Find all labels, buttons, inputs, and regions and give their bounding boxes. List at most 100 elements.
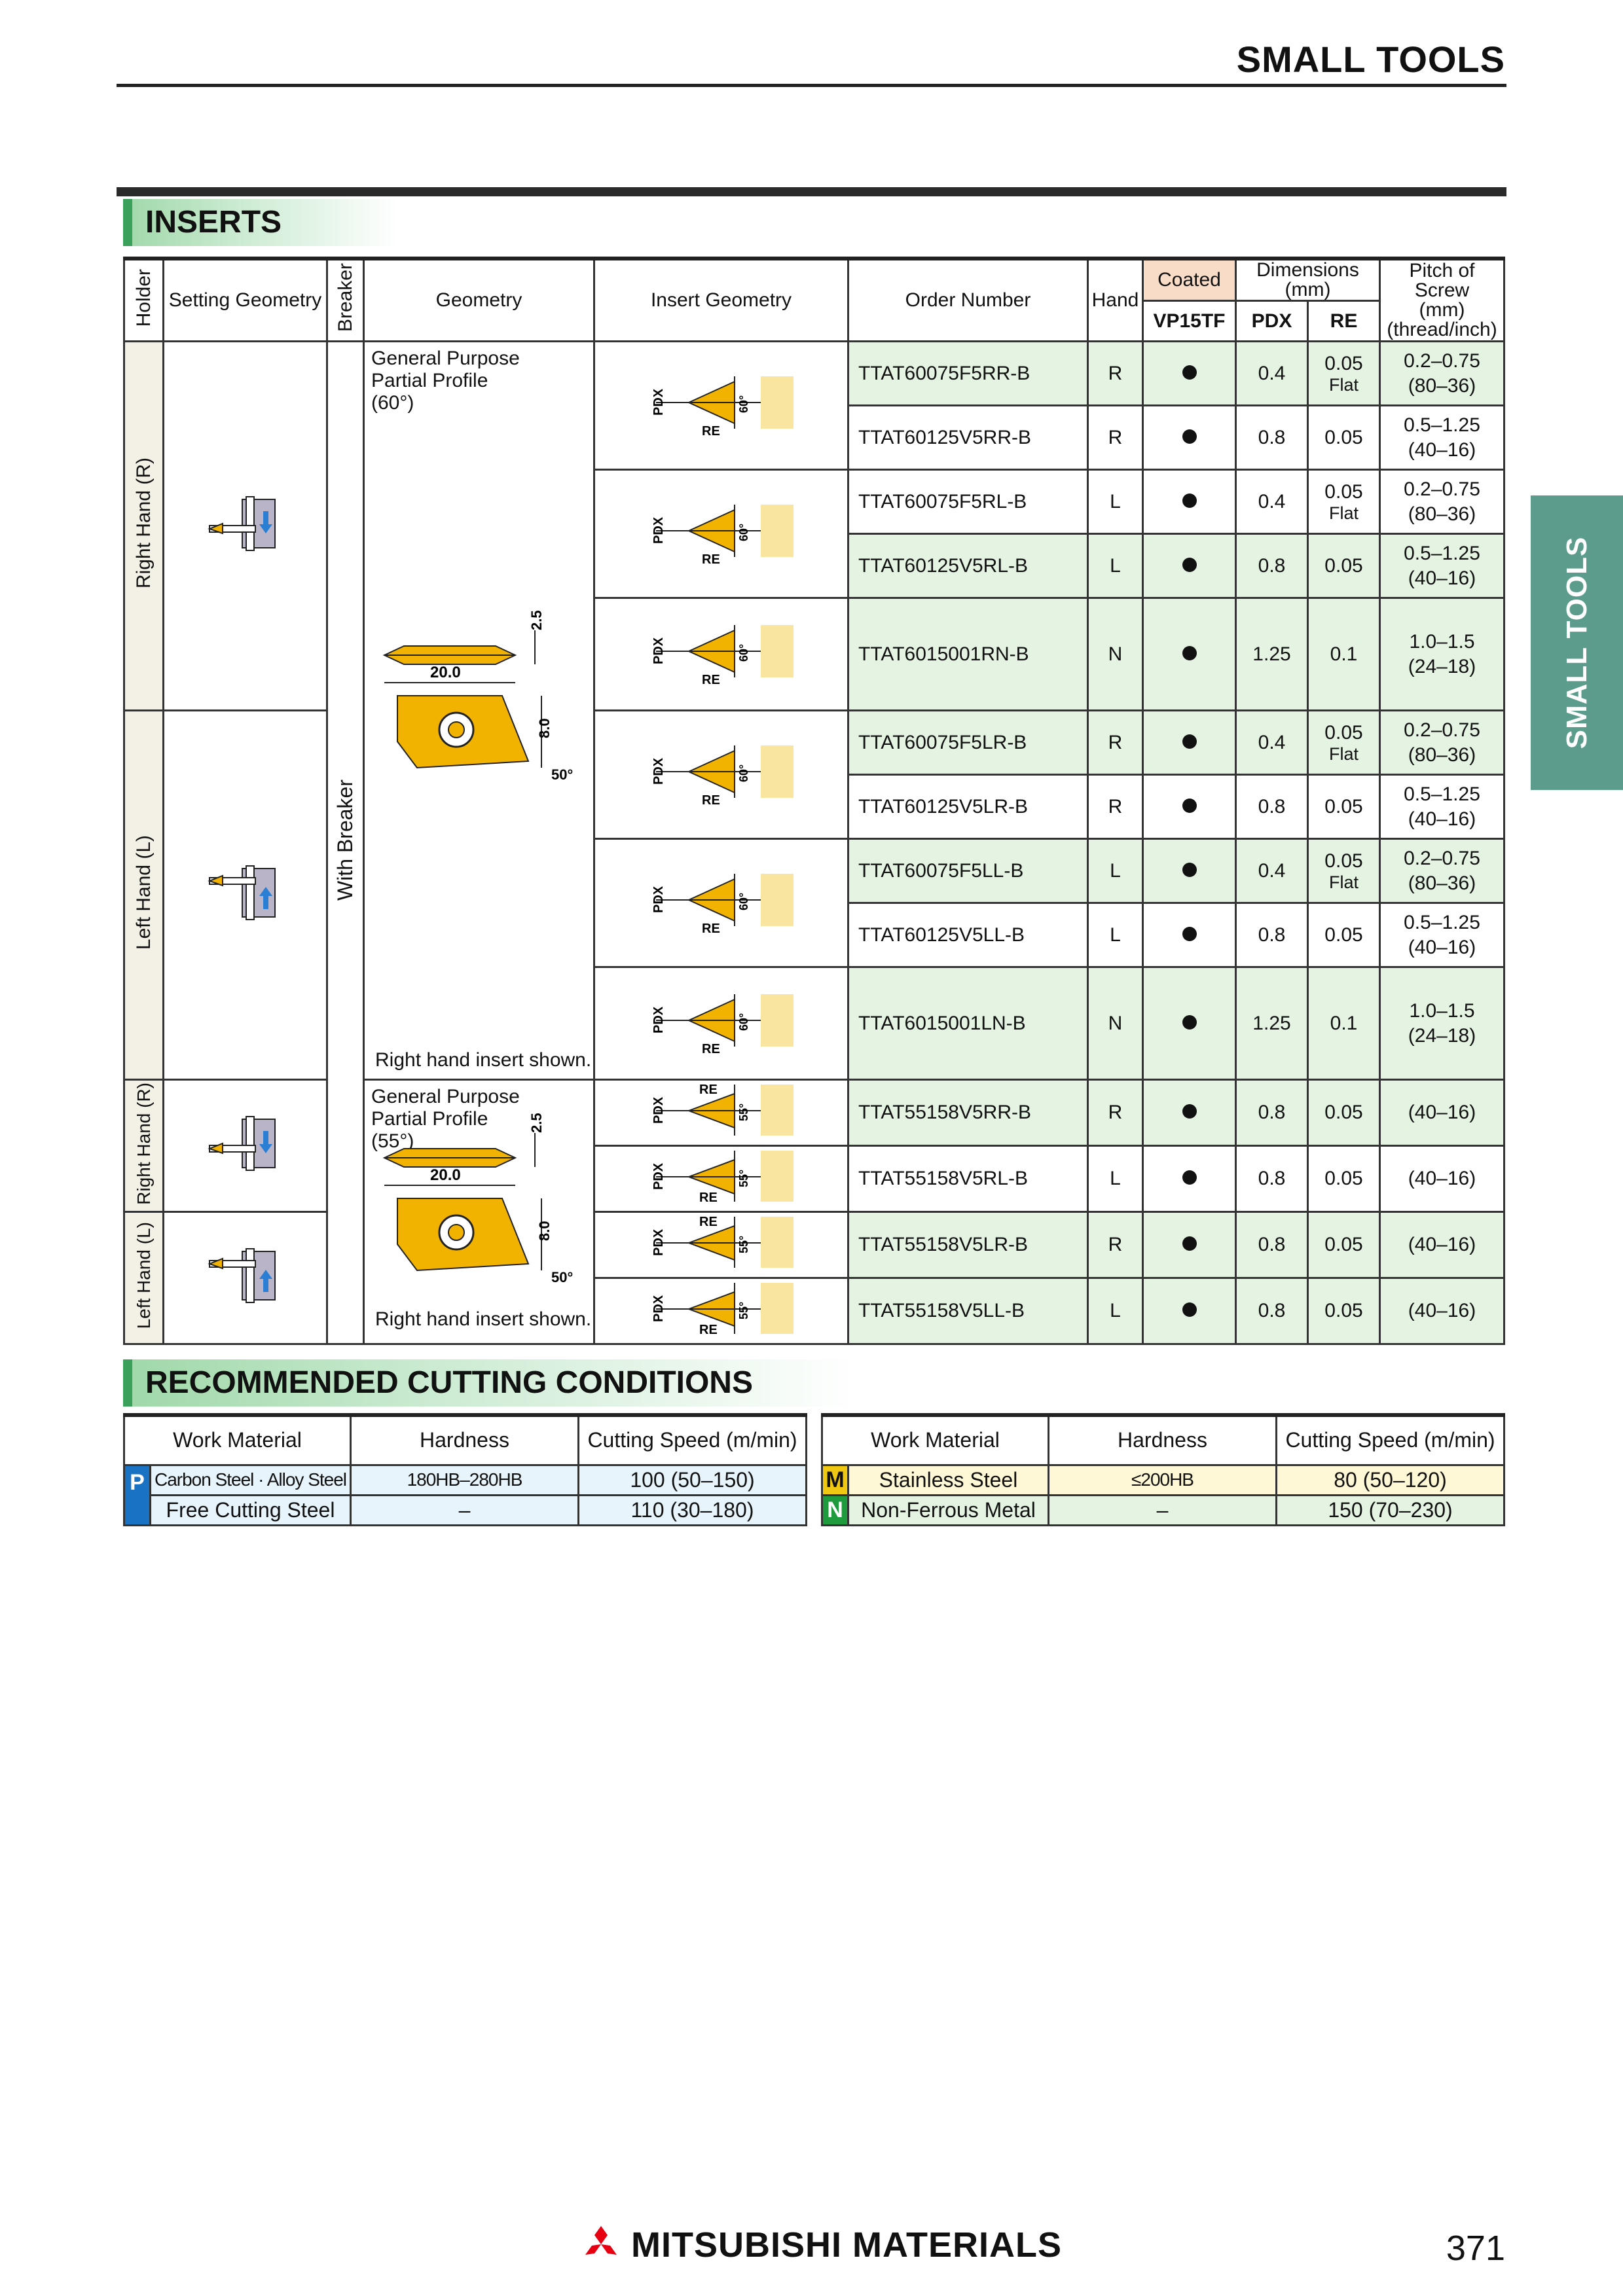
col-hand: Hand (1087, 257, 1144, 342)
vp15tf-dot (1142, 1079, 1237, 1147)
order-number[interactable]: TTAT55158V5LR-B (847, 1211, 1089, 1279)
insert-55-lr-icon: PDX 55° RE (651, 1215, 793, 1268)
pitch-value: (40–16) (1379, 1211, 1505, 1279)
cc-hardness: 180HB–280HB (350, 1463, 579, 1496)
col-order-number: Order Number (847, 257, 1089, 342)
vp15tf-dot (1142, 774, 1237, 840)
hand-value: N (1087, 966, 1144, 1081)
pitch-value: (40–16) (1379, 1079, 1505, 1147)
pitch-value: 0.2–0.75(80–36) (1379, 469, 1505, 535)
re-value: 0.05 (1307, 902, 1381, 968)
vp15tf-dot (1142, 709, 1237, 776)
pitch-value: 0.5–1.25(40–16) (1379, 404, 1505, 471)
pitch-value: 0.2–0.75(80–36) (1379, 340, 1505, 406)
cc-speed: 110 (30–180) (577, 1494, 807, 1526)
material-label-m: M (821, 1463, 849, 1496)
hand-value: R (1087, 1079, 1144, 1147)
pdx-value: 0.8 (1235, 902, 1309, 968)
order-number[interactable]: TTAT60075F5RR-B (847, 340, 1089, 406)
pitch-value: 0.5–1.25(40–16) (1379, 774, 1505, 840)
cc-header-work-material: Work Material (821, 1413, 1049, 1466)
pdx-value: 0.8 (1235, 1211, 1309, 1279)
pitch-value: 1.0–1.5(24–18) (1379, 966, 1505, 1081)
pdx-value: 0.8 (1235, 533, 1309, 599)
vp15tf-dot (1142, 469, 1237, 535)
hand-value: L (1087, 838, 1144, 904)
brand-name: MITSUBISHI MATERIALS (631, 2225, 1062, 2265)
insert-55-drawing: 2.5 20.0 8.0 50° (382, 1113, 573, 1285)
order-number[interactable]: TTAT60125V5RR-B (847, 404, 1089, 471)
hand-value: L (1087, 902, 1144, 968)
pitch-value: (40–16) (1379, 1277, 1505, 1345)
svg-text:60°: 60° (737, 643, 750, 661)
hand-value: R (1087, 1211, 1144, 1279)
setting-geometry-left-55-icon (207, 1247, 276, 1303)
order-number[interactable]: TTAT60125V5RL-B (847, 533, 1089, 599)
pdx-value: 1.25 (1235, 597, 1309, 711)
svg-text:RE: RE (699, 1323, 718, 1337)
svg-text:PDX: PDX (651, 1229, 666, 1256)
svg-text:50°: 50° (551, 1269, 573, 1285)
order-number[interactable]: TTAT6015001RN-B (847, 597, 1089, 711)
vp15tf-dot (1142, 404, 1237, 471)
svg-text:60°: 60° (737, 1013, 750, 1030)
svg-text:55°: 55° (737, 1103, 750, 1121)
order-number[interactable]: TTAT60075F5RL-B (847, 469, 1089, 535)
cutting-title: RECOMMENDED CUTTING CONDITIONS (123, 1359, 856, 1407)
hand-value: L (1087, 533, 1144, 599)
hand-value: R (1087, 709, 1144, 776)
hand-value: L (1087, 1145, 1144, 1213)
side-tab[interactable]: SMALL TOOLS (1531, 495, 1623, 790)
order-number[interactable]: TTAT55158V5LL-B (847, 1277, 1089, 1345)
holder-right-hand-55: Right Hand (R) (123, 1079, 164, 1213)
order-number[interactable]: TTAT60125V5LR-B (847, 774, 1089, 840)
re-value: 0.1 (1307, 966, 1381, 1081)
cc-header-hardness: Hardness (350, 1413, 579, 1466)
side-tab-label: SMALL TOOLS (1561, 536, 1593, 749)
svg-text:20.0: 20.0 (430, 1166, 461, 1184)
order-number[interactable]: TTAT60075F5LL-B (847, 838, 1089, 904)
vp15tf-dot (1142, 340, 1237, 406)
order-number[interactable]: TTAT55158V5RR-B (847, 1079, 1089, 1147)
insert-55-rr-icon: PDX 55° RE (651, 1083, 793, 1136)
col-breaker: Breaker (326, 257, 365, 342)
re-value: 0.05 (1307, 404, 1381, 471)
svg-text:PDX: PDX (651, 388, 666, 416)
svg-text:RE: RE (702, 673, 720, 687)
insert-60-lr-icon: PDX 60° RE (651, 745, 793, 808)
three-diamonds-logo-icon (585, 2226, 617, 2255)
setting-geometry-left (162, 709, 328, 1081)
setting-geometry-right-55-icon (207, 1115, 276, 1171)
header-rule (117, 84, 1506, 87)
svg-text:2.5: 2.5 (528, 1113, 545, 1133)
insert-55-rl-icon: PDX 55° RE (651, 1151, 793, 1205)
insert-60-ln-icon: PDX 60° RE (651, 994, 793, 1056)
vp15tf-dot (1142, 966, 1237, 1081)
hand-value: R (1087, 774, 1144, 840)
order-number[interactable]: TTAT55158V5RL-B (847, 1145, 1089, 1213)
insert-60-n-icon: PDX 60° RE (651, 624, 793, 687)
pdx-value: 0.4 (1235, 709, 1309, 776)
insert-geometry-55-lr: PDX 55° RE (593, 1211, 849, 1279)
material-label-p: P (123, 1463, 151, 1526)
svg-text:2.5: 2.5 (528, 610, 545, 630)
order-number[interactable]: TTAT60075F5LR-B (847, 709, 1089, 776)
insert-geometry-55-rl: PDX 55° RE (593, 1145, 849, 1213)
breaker-with: With Breaker (326, 340, 365, 1345)
order-number[interactable]: TTAT60125V5LL-B (847, 902, 1089, 968)
hand-value: L (1087, 469, 1144, 535)
svg-text:60°: 60° (737, 395, 750, 412)
cc-hardness: ≤200HB (1048, 1463, 1277, 1496)
hand-value: R (1087, 404, 1144, 471)
re-value: 0.05 (1307, 1277, 1381, 1345)
inserts-title: INSERTS (123, 199, 398, 246)
svg-text:PDX: PDX (651, 516, 666, 544)
pdx-value: 0.8 (1235, 404, 1309, 471)
svg-text:RE: RE (702, 793, 720, 808)
insert-geometry-rr: PDX 60° RE (593, 340, 849, 471)
svg-text:PDX: PDX (651, 1006, 666, 1033)
order-number[interactable]: TTAT6015001LN-B (847, 966, 1089, 1081)
